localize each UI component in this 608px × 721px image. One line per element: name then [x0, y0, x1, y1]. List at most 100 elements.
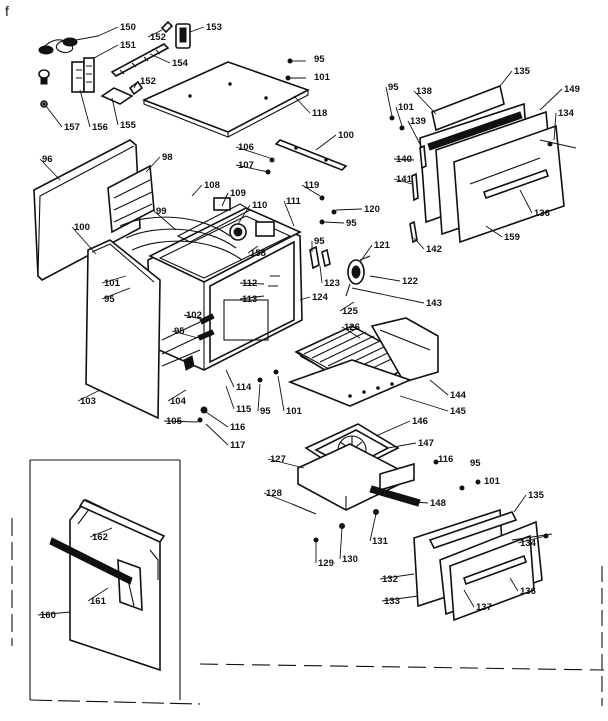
callout-leader-c103 — [77, 389, 101, 402]
callout-label-c104: 104 — [170, 396, 187, 407]
callout-leader-c95e — [171, 330, 199, 339]
callout-leader-c140 — [393, 158, 415, 161]
callout-leader-c133 — [381, 595, 419, 602]
callout-label-c105: 105 — [166, 416, 183, 427]
callout-label-c152b: 152 — [140, 76, 156, 87]
callout-label-c149: 149 — [564, 84, 580, 95]
callout-label-c103: 103 — [80, 396, 96, 407]
lower-drawer-front-assembly — [413, 508, 553, 622]
callout-label-c117: 117 — [230, 440, 245, 451]
callout-label-c147: 147 — [418, 438, 434, 449]
callout-leader-c131 — [369, 513, 377, 542]
callout-leader-c158 — [247, 245, 259, 254]
callout-label-c116b: 116 — [438, 454, 453, 465]
callout-leader-c160 — [37, 611, 71, 616]
callout-label-c160: 160 — [40, 610, 56, 621]
callout-leader-c157 — [45, 105, 63, 128]
callout-leader-c141 — [393, 178, 413, 185]
callout-leader-c162 — [89, 527, 113, 538]
callout-label-c101c: 101 — [286, 406, 303, 417]
callout-leader-c116a — [205, 411, 229, 428]
callout-label-c139: 139 — [410, 116, 426, 127]
broiler-pan-part — [287, 359, 413, 407]
screws-top — [285, 58, 306, 81]
callout-label-c153: 153 — [206, 22, 222, 33]
callout-label-c111: 111 — [286, 196, 302, 207]
callout-leader-c113 — [239, 295, 265, 300]
callout-leader-c149 — [539, 88, 563, 111]
callout-leader-c105 — [163, 420, 199, 423]
callout-label-c150: 150 — [120, 22, 136, 33]
callout-leader-c95f — [257, 383, 261, 412]
callout-leader-c117 — [205, 423, 229, 446]
callout-leader-c109 — [221, 192, 229, 207]
callout-label-c129: 129 — [318, 558, 334, 569]
callout-leader-c101d — [395, 106, 403, 127]
callout-leader-c130 — [339, 527, 343, 560]
callout-label-c101d: 101 — [398, 102, 415, 113]
callout-leader-c114 — [225, 369, 235, 388]
callout-label-c131: 131 — [372, 536, 389, 547]
callout-label-c95a: 95 — [314, 54, 325, 65]
callout-label-c123: 123 — [324, 278, 340, 289]
callout-leader-c137 — [463, 589, 475, 608]
callout-label-c96: 96 — [42, 154, 53, 165]
callout-label-c132: 132 — [382, 574, 398, 585]
callout-leader-c95g — [385, 86, 393, 117]
callout-leader-c111 — [283, 200, 295, 227]
callout-label-c125: 125 — [342, 306, 359, 317]
callout-label-c114: 114 — [236, 382, 252, 393]
callout-label-c101b: 101 — [104, 278, 121, 289]
callout-leader-c134a — [553, 112, 557, 141]
callout-label-c159: 159 — [504, 232, 520, 243]
callout-label-c136b: 136 — [520, 586, 536, 597]
callout-label-c145: 145 — [450, 406, 467, 417]
callout-leader-c156 — [79, 89, 91, 128]
callout-leader-c126 — [341, 326, 361, 339]
upper-door-assembly — [389, 84, 577, 244]
callout-leader-c135b — [513, 494, 527, 513]
callout-leader-c144 — [429, 379, 449, 396]
callout-leader-c98 — [145, 156, 161, 173]
callout-leader-c123 — [319, 265, 323, 284]
callout-leader-c118 — [293, 95, 311, 114]
callout-label-c126: 126 — [344, 322, 360, 333]
callout-leader-c124 — [299, 296, 311, 301]
callout-label-c118: 118 — [312, 108, 327, 119]
callout-leader-c150 — [97, 26, 119, 37]
callout-leader-c139 — [407, 120, 423, 149]
callout-leader-c101b — [101, 275, 127, 284]
callout-label-c107: 107 — [238, 160, 254, 171]
callout-leader-c148 — [413, 501, 429, 504]
callout-leader-c136a — [519, 189, 533, 214]
heat-shield-part — [107, 164, 155, 234]
corner-marker: f — [5, 3, 9, 19]
callout-leader-c138 — [413, 90, 437, 115]
callout-leader-c151 — [93, 44, 119, 59]
callout-label-c134a: 134 — [558, 108, 575, 119]
callout-label-c122: 122 — [402, 276, 418, 287]
toe-kick-rod-part — [274, 139, 348, 171]
callout-label-c156: 156 — [92, 122, 108, 133]
callout-leader-c134b — [517, 535, 547, 544]
callout-label-c141: 141 — [396, 174, 413, 185]
callout-label-c138: 138 — [416, 86, 432, 97]
callout-label-c130: 130 — [342, 554, 358, 565]
callout-label-c110: 110 — [252, 200, 267, 211]
callout-leader-c110 — [237, 204, 251, 225]
callout-label-c116a: 116 — [230, 422, 245, 433]
callout-leader-c96 — [39, 158, 61, 181]
rack-support-part — [370, 317, 439, 383]
callout-label-c99: 99 — [156, 206, 167, 217]
callout-leader-c152a — [147, 29, 163, 38]
strain-bracket-part — [100, 87, 134, 105]
callout-label-c155: 155 — [120, 120, 137, 131]
callout-label-c100a: 100 — [338, 130, 354, 141]
callout-leader-c132 — [379, 573, 415, 580]
bracket-part-152-mid — [128, 80, 144, 96]
callout-label-c108: 108 — [204, 180, 220, 191]
callout-leader-c106 — [235, 146, 271, 159]
callout-label-c101a: 101 — [314, 72, 331, 83]
